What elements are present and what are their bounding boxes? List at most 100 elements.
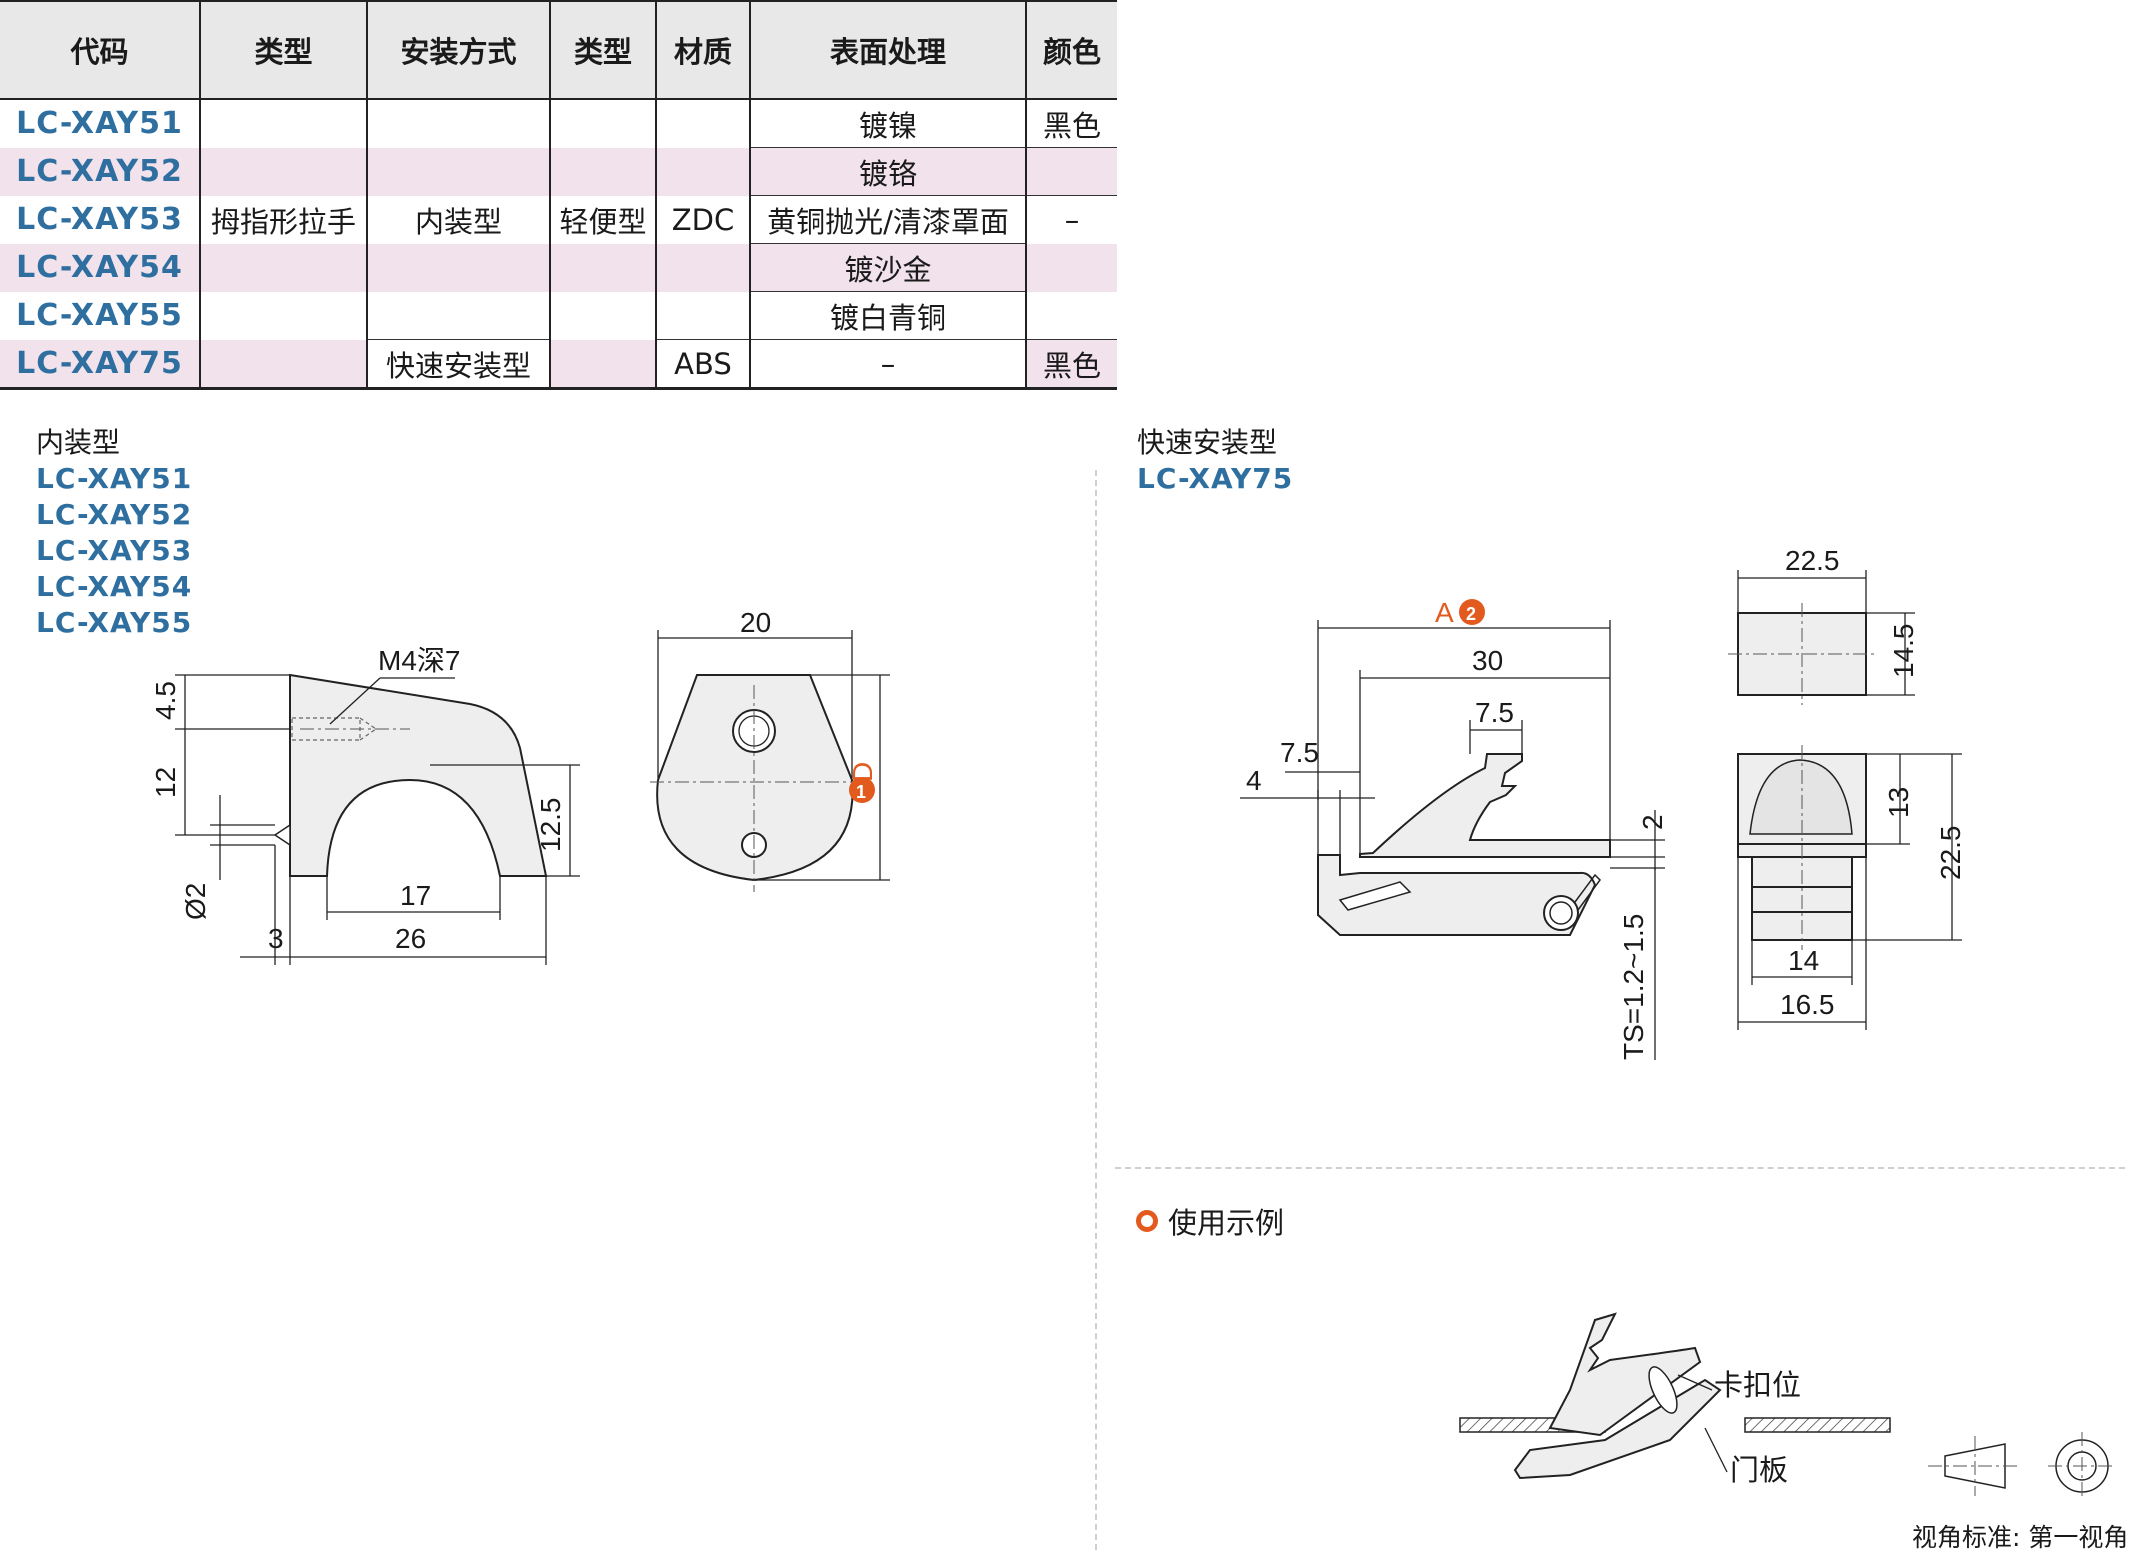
marker-2 [1459, 599, 1485, 625]
table-header-row: 代码 类型 安装方式 类型 材质 表面处理 颜色 [0, 0, 1117, 100]
inner-type-label: 内装型 LC-XAY51 LC-XAY52 LC-XAY53 LC-XAY54 … [36, 425, 192, 641]
dim-14-5: 14.5 [1888, 624, 1919, 679]
header-mount: 安装方式 [366, 0, 550, 100]
quick-code: LC-XAY75 [1137, 462, 1294, 495]
row-code: LC-XAY54 [0, 243, 200, 292]
cell-empty [549, 147, 656, 196]
table-row: LC-XAY52 镀铬 [0, 147, 1117, 196]
marker-1 [849, 777, 875, 803]
usage-title: 使用示例 [1136, 1200, 1284, 1242]
row-code: LC-XAY52 [0, 147, 200, 196]
cell-empty [549, 243, 656, 292]
color-cell: – [1025, 195, 1117, 244]
cell-empty [366, 243, 550, 292]
cell-empty [199, 99, 367, 148]
finish-cell: 镀沙金 [749, 243, 1026, 292]
header-finish: 表面处理 [749, 0, 1026, 100]
usage-clip-label: 卡扣位 [1714, 1368, 1801, 1402]
dim-16-5: 16.5 [1780, 989, 1835, 1020]
dim-22-5-side: 22.5 [1935, 826, 1966, 881]
dim-4: 4 [1246, 765, 1262, 796]
row-code: LC-XAY51 [16, 106, 183, 142]
cell-empty [1025, 291, 1117, 340]
quick-base-shape [1317, 854, 1597, 936]
finish-cell: 黄铜抛光/清漆罩面 [749, 195, 1026, 244]
dimple [273, 823, 291, 847]
header-code: 代码 [0, 0, 200, 100]
door-panel-right [1744, 1417, 1891, 1433]
svg-text:1: 1 [856, 782, 866, 802]
horizontal-divider [1115, 1167, 2125, 1169]
quick-lever-shape [1359, 753, 1611, 858]
finish-cell: 镀镍 [749, 99, 1026, 148]
dim-phi2: Ø2 [180, 883, 211, 920]
cell-empty [199, 339, 367, 390]
thread-note: M4深7 [378, 645, 460, 676]
inner-code: LC-XAY51 [36, 462, 193, 495]
cell-empty [199, 147, 367, 196]
cell-empty [199, 243, 367, 292]
cell-empty [366, 99, 550, 148]
inner-code: LC-XAY54 [36, 570, 193, 603]
material-cell: ABS [655, 339, 750, 390]
row-code: LC-XAY53 [16, 202, 183, 237]
dim-13: 13 [1883, 787, 1914, 818]
finish-cell: – [749, 339, 1026, 390]
dim-14: 14 [1788, 945, 1819, 976]
dim-12: 12 [150, 767, 181, 798]
cell-empty [199, 291, 367, 340]
projection-symbol [1928, 1432, 2116, 1500]
inner-front-view: 20 1 D [650, 607, 890, 892]
header-type2: 类型 [549, 0, 656, 100]
quick-type-title: 快速安装型 [1137, 426, 1278, 459]
header-type: 类型 [199, 0, 367, 100]
table-row: LC-XAY53 拇指形拉手 内装型 轻便型 ZDC 黄铜抛光/清漆罩面 – [0, 195, 1117, 244]
quick-top-front-view: 22.5 14.5 13 22.5 14 16.5 [1728, 545, 1966, 1030]
cell-empty [655, 243, 750, 292]
row-code: LC-XAY55 [16, 298, 183, 333]
vertical-divider [1095, 470, 1097, 1550]
cell-empty [655, 99, 750, 148]
mount-cell: 内装型 [366, 195, 550, 244]
dim-2: 2 [1637, 814, 1668, 830]
table-row: LC-XAY55 镀白青铜 [0, 291, 1117, 340]
inner-body-shape [289, 673, 548, 877]
dim-30: 30 [1472, 645, 1503, 676]
row-code: LC-XAY75 [0, 339, 200, 390]
table-row: LC-XAY54 镀沙金 [0, 243, 1117, 292]
finish-cell: 镀铬 [749, 147, 1026, 196]
inner-code: LC-XAY53 [36, 534, 193, 567]
dim-7-5-b: 7.5 [1475, 697, 1514, 728]
inner-code: LC-XAY55 [36, 606, 193, 639]
svg-text:2: 2 [1466, 604, 1476, 624]
cell-empty [1025, 243, 1117, 292]
type2-cell: 轻便型 [549, 195, 656, 244]
color-cell: 黑色 [1025, 339, 1117, 390]
cell-empty [549, 99, 656, 148]
cell-empty [366, 291, 550, 340]
mount-cell: 快速安装型 [366, 339, 550, 390]
dim-20: 20 [740, 607, 771, 638]
dim-4-5: 4.5 [150, 681, 181, 720]
dim-26: 26 [395, 923, 426, 954]
cell-empty [1025, 147, 1117, 196]
finish-cell: 镀白青铜 [749, 291, 1026, 340]
dim-A: A [1435, 597, 1454, 628]
usage-illustration: 卡扣位 门板 [1459, 1312, 1891, 1487]
color-cell: 黑色 [1025, 99, 1117, 148]
cell-empty [655, 147, 750, 196]
cell-empty [549, 291, 656, 340]
quick-side-view: A 2 30 7.5 7.5 4 2 TS=1.2~1.5 [1240, 597, 1668, 1060]
header-color: 颜色 [1025, 0, 1117, 100]
table-row: LC-XAY75 快速安装型 ABS – 黑色 [0, 339, 1117, 390]
dim-ts: TS=1.2~1.5 [1618, 914, 1649, 1060]
dim-12-5: 12.5 [535, 798, 566, 853]
type-cell: 拇指形拉手 [199, 195, 367, 244]
dim-3: 3 [268, 923, 284, 954]
quick-type-label: 快速安装型 LC-XAY75 [1137, 425, 1293, 497]
usage-door-label: 门板 [1730, 1453, 1788, 1487]
header-material: 材质 [655, 0, 750, 100]
dim-17: 17 [400, 880, 431, 911]
inner-type-title: 内装型 [36, 426, 121, 459]
ring-icon [1136, 1210, 1158, 1232]
